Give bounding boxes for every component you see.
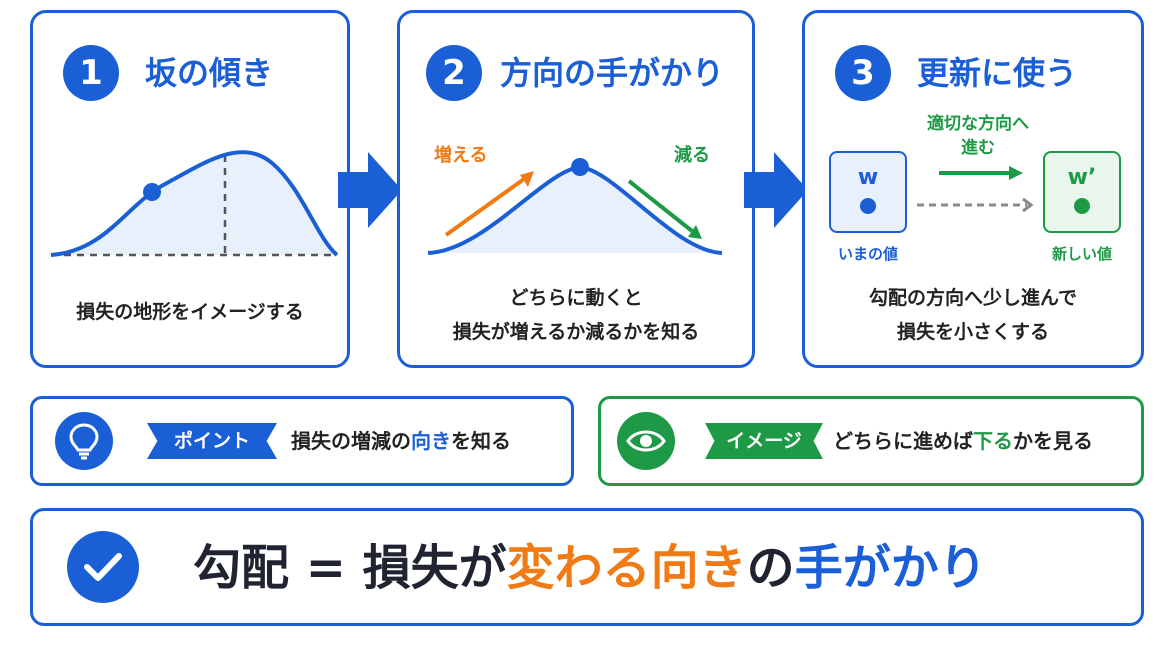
decrease-arrow-head: [688, 225, 702, 239]
image-text-highlight: 下る: [973, 429, 1013, 453]
curve-area: [51, 152, 337, 255]
step-3-desc-line1: 勾配の方向へ少し進んで: [868, 287, 1078, 309]
step-2-title: 方向の手がかり: [500, 54, 725, 92]
step-1-title: 坂の傾き: [145, 54, 274, 92]
point-text-after: を知る: [451, 429, 511, 453]
curve-area: [428, 167, 722, 253]
direction-diagram: [427, 158, 723, 255]
image-pill: イメージ どちらに進めば下るかを見る: [598, 396, 1144, 486]
increase-arrow-head: [520, 171, 534, 187]
image-text: どちらに進めば下るかを見る: [833, 423, 1093, 459]
summary-part2: 変わる向き: [506, 540, 747, 596]
new-w-caption: 新しい値: [1051, 245, 1112, 263]
step-1-desc: 損失の地形をイメージする: [76, 301, 304, 323]
green-arrow-head: [1009, 166, 1023, 180]
increase-arrow-line: [444, 177, 526, 237]
summary-text: 勾配 = 損失が変わる向きの手がかり: [193, 537, 987, 599]
summary-part1: 勾配 = 損失が: [193, 540, 507, 596]
current-w-dot: [860, 198, 876, 214]
slope-curve-diagram: [50, 150, 339, 257]
lightbulb-icon: [55, 412, 113, 470]
step-2-desc-line1: どちらに動くと: [509, 287, 643, 309]
label-decrease: 減る: [674, 145, 710, 166]
check-circle-icon: [67, 531, 139, 603]
loss-curve: [50, 150, 339, 257]
move-label-line2: 進む: [961, 138, 995, 158]
step-2-card: 2 方向の手がかり 増える 減る どちらに動くと 損失が増えるか減るかを知る: [397, 10, 755, 368]
point-text: 損失の増減の向きを知る: [291, 423, 511, 459]
summary-banner: 勾配 = 損失が変わる向きの手がかり: [30, 508, 1144, 626]
step-3-number: 3: [835, 45, 891, 101]
new-w-label: w’: [1067, 165, 1097, 190]
gray-arrow-head: [1022, 197, 1034, 213]
point-text-before: 損失の増減の: [291, 429, 411, 453]
label-increase: 増える: [434, 145, 488, 166]
step-3-title: 更新に使う: [917, 54, 1078, 92]
image-text-after: かを見る: [1013, 429, 1093, 453]
step-1-number: 1: [63, 45, 119, 101]
flow-arrow-2: [744, 152, 808, 228]
step-2-number: 2: [426, 45, 482, 101]
current-point: [143, 183, 161, 201]
current-w-label: w: [857, 165, 879, 190]
decrease-arrow-line: [627, 179, 694, 233]
step-3-desc-line2: 損失を小さくする: [896, 321, 1049, 343]
point-pill: ポイント 損失の増減の向きを知る: [30, 396, 574, 486]
top-point: [571, 158, 589, 176]
update-arrows: [917, 166, 1034, 213]
new-w-box: w’: [1043, 151, 1121, 233]
step-1-card: 1 坂の傾き 損失の地形をイメージする: [30, 10, 350, 368]
new-w-dot: [1074, 198, 1090, 214]
current-w-box: w: [829, 151, 907, 233]
summary-part4: 手がかり: [794, 540, 987, 596]
summary-part3: の: [746, 540, 795, 596]
eye-icon: [617, 412, 675, 470]
current-w-caption: いまの値: [837, 245, 898, 263]
image-text-before: どちらに進めば: [833, 429, 973, 453]
point-text-highlight: 向き: [411, 429, 451, 453]
point-tag: ポイント: [147, 423, 277, 459]
image-tag: イメージ: [705, 423, 823, 459]
step-2-desc-line2: 損失が増えるか減るかを知る: [452, 321, 700, 343]
flow-arrow-1: [338, 152, 402, 228]
move-label-line1: 適切な方向へ: [927, 114, 1029, 134]
step-3-card: 3 更新に使う 適切な方向へ 進む w いまの値 w’ 新しい値 勾配の方向へ少…: [802, 10, 1144, 368]
